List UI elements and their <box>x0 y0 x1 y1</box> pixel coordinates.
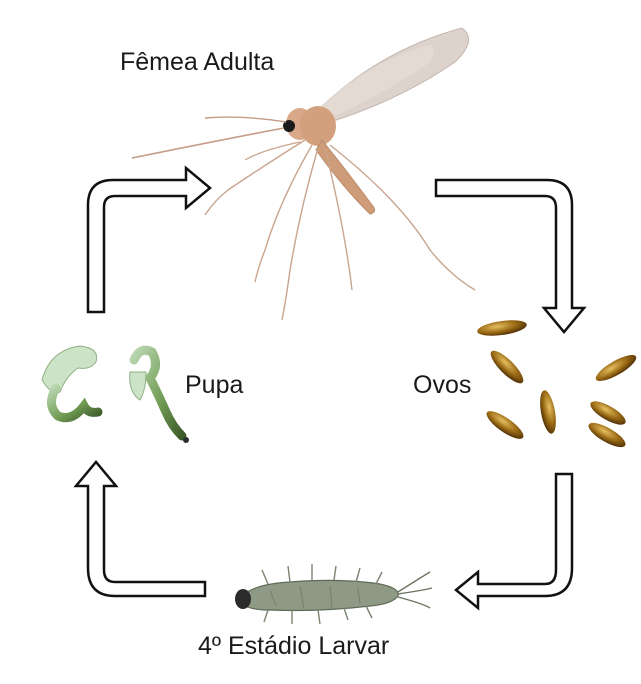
larva-illustration <box>235 564 432 624</box>
stage-label-pupa: Pupa <box>185 371 243 400</box>
arrow-pupa-to-adult <box>88 168 210 312</box>
arrow-eggs-to-larva <box>456 474 572 608</box>
egg <box>483 407 527 444</box>
stage-label-adult: Fêmea Adulta <box>120 48 274 77</box>
egg <box>476 318 527 339</box>
stage-label-larva: 4º Estádio Larvar <box>198 632 389 661</box>
arrow-larva-to-pupa <box>76 462 205 596</box>
egg <box>537 389 558 435</box>
eggs-illustration <box>476 318 639 452</box>
stage-label-eggs: Ovos <box>413 371 471 400</box>
arrow-adult-to-eggs <box>436 180 584 332</box>
egg <box>486 346 527 387</box>
egg <box>593 350 640 385</box>
pupa-illustration <box>42 346 189 443</box>
